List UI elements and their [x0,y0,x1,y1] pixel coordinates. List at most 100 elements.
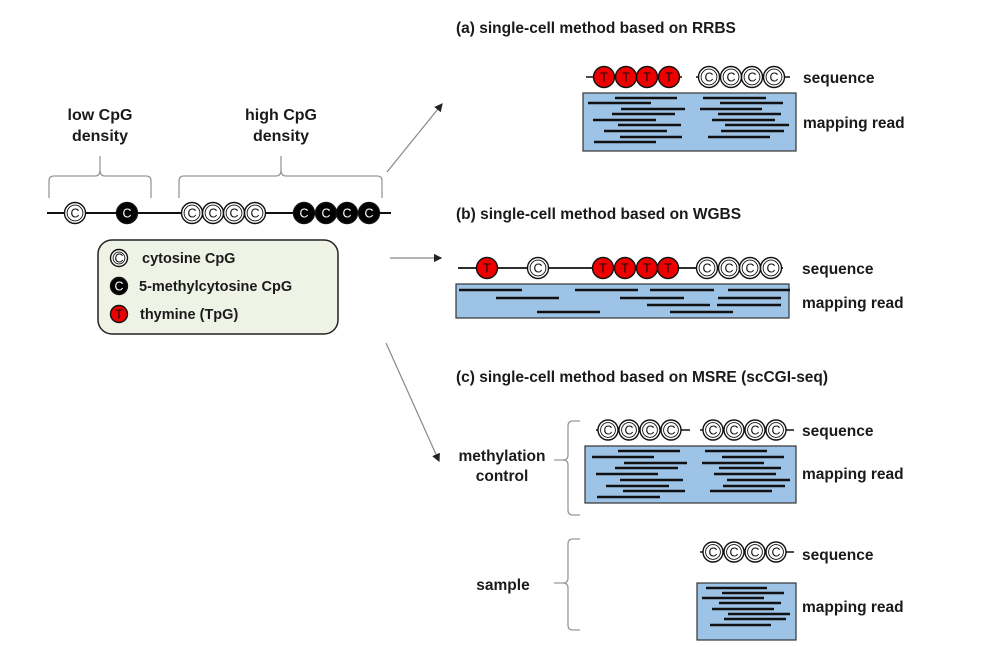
high-density-line1: high CpG [245,107,317,124]
sample-read-box [696,582,797,641]
thymine-icon: T [614,65,638,89]
sample-sequence-label: sequence [802,547,874,564]
cytosine-icon: C [597,419,619,441]
low-density-line2: density [72,128,128,145]
svg-text:C: C [747,71,756,85]
sample-mapping-reads [702,586,790,627]
svg-text:C: C [603,424,612,438]
svg-text:C: C [750,424,759,438]
wgbs-title: (b) single-cell method based on WGBS [456,206,741,223]
cytosine-icon: C [702,541,724,563]
cytosine-icon: C [744,419,766,441]
low-density-line1: low CpG [68,107,133,124]
svg-text:C: C [750,546,759,560]
cytosine-icon: C [765,419,787,441]
svg-text:C: C [229,207,238,221]
svg-text:C: C [342,207,351,221]
svg-text:C: C [321,207,330,221]
cytosine-icon: C [222,201,246,225]
svg-text:C: C [114,252,123,266]
control-sequence-label: sequence [802,423,874,440]
thymine-icon: T [592,65,616,89]
svg-text:C: C [533,262,542,276]
svg-text:C: C [724,262,733,276]
cytosine-icon: C [697,65,721,89]
svg-text:T: T [643,262,651,276]
svg-text:C: C [364,207,373,221]
thymine-icon: T [657,65,681,89]
svg-text:C: C [250,207,259,221]
control-mapping-reads [592,449,790,499]
thymine-icon: T [635,256,659,280]
svg-text:C: C [726,71,735,85]
low-cpg-density-label: low CpG density [68,107,133,145]
cytosine-icon: C [695,256,719,280]
cytosine-icon: C [63,201,87,225]
svg-text:T: T [599,262,607,276]
svg-text:C: C [729,546,738,560]
control-label-line2: control [476,468,529,485]
wgbs-mapping-reads [459,288,790,314]
control-label-line1: methylation [459,448,546,465]
wgbs-sequence-label: sequence [802,261,874,278]
cytosine-icon: C [759,256,783,280]
svg-text:T: T [600,71,608,85]
methylcytosine-icon: C [109,276,129,296]
svg-text:T: T [483,262,491,276]
cytosine-icon: C [723,541,745,563]
methylcytosine-icon: C [357,201,381,225]
legend-label: cytosine CpG [142,251,235,267]
legend-label: 5-methylcytosine CpG [139,279,292,295]
msre-title: (c) single-cell method based on MSRE (sc… [456,369,828,386]
thymine-icon: T [475,256,499,280]
svg-text:T: T [621,262,629,276]
low-density-brace [48,156,152,198]
control-brace [554,420,580,516]
high-density-line2: density [253,128,309,145]
arrow-to-msre [385,342,440,463]
cytosine-icon: C [702,419,724,441]
svg-text:C: C [771,424,780,438]
svg-text:C: C [702,262,711,276]
rrbs-read-label: mapping read [803,115,905,132]
legend-box [97,239,339,335]
svg-text:C: C [645,424,654,438]
thymine-icon: T [109,304,129,324]
cytosine-icon: C [243,201,267,225]
high-density-brace [178,156,383,198]
svg-text:C: C [769,71,778,85]
cytosine-icon: C [660,419,682,441]
svg-text:C: C [114,280,123,294]
thymine-icon: T [635,65,659,89]
methylcytosine-icon: C [292,201,316,225]
svg-text:T: T [643,71,651,85]
svg-text:C: C [708,546,717,560]
methylcytosine-icon: C [314,201,338,225]
cytosine-icon: C [723,419,745,441]
thymine-icon: T [591,256,615,280]
sample-brace [554,538,580,631]
high-cpg-density-label: high CpG density [245,107,317,145]
svg-text:T: T [665,71,673,85]
svg-text:C: C [704,71,713,85]
svg-text:C: C [708,424,717,438]
rrbs-sequence-label: sequence [803,70,875,87]
methylcytosine-icon: C [115,201,139,225]
svg-text:C: C [624,424,633,438]
svg-text:C: C [187,207,196,221]
svg-text:C: C [122,207,131,221]
svg-text:T: T [115,308,123,322]
cytosine-icon: C [719,65,743,89]
svg-text:C: C [70,207,79,221]
svg-text:C: C [666,424,675,438]
sample-label: sample [476,577,530,594]
methylcytosine-icon: C [335,201,359,225]
svg-text:C: C [745,262,754,276]
thymine-icon: T [656,256,680,280]
control-read-label: mapping read [802,466,904,483]
